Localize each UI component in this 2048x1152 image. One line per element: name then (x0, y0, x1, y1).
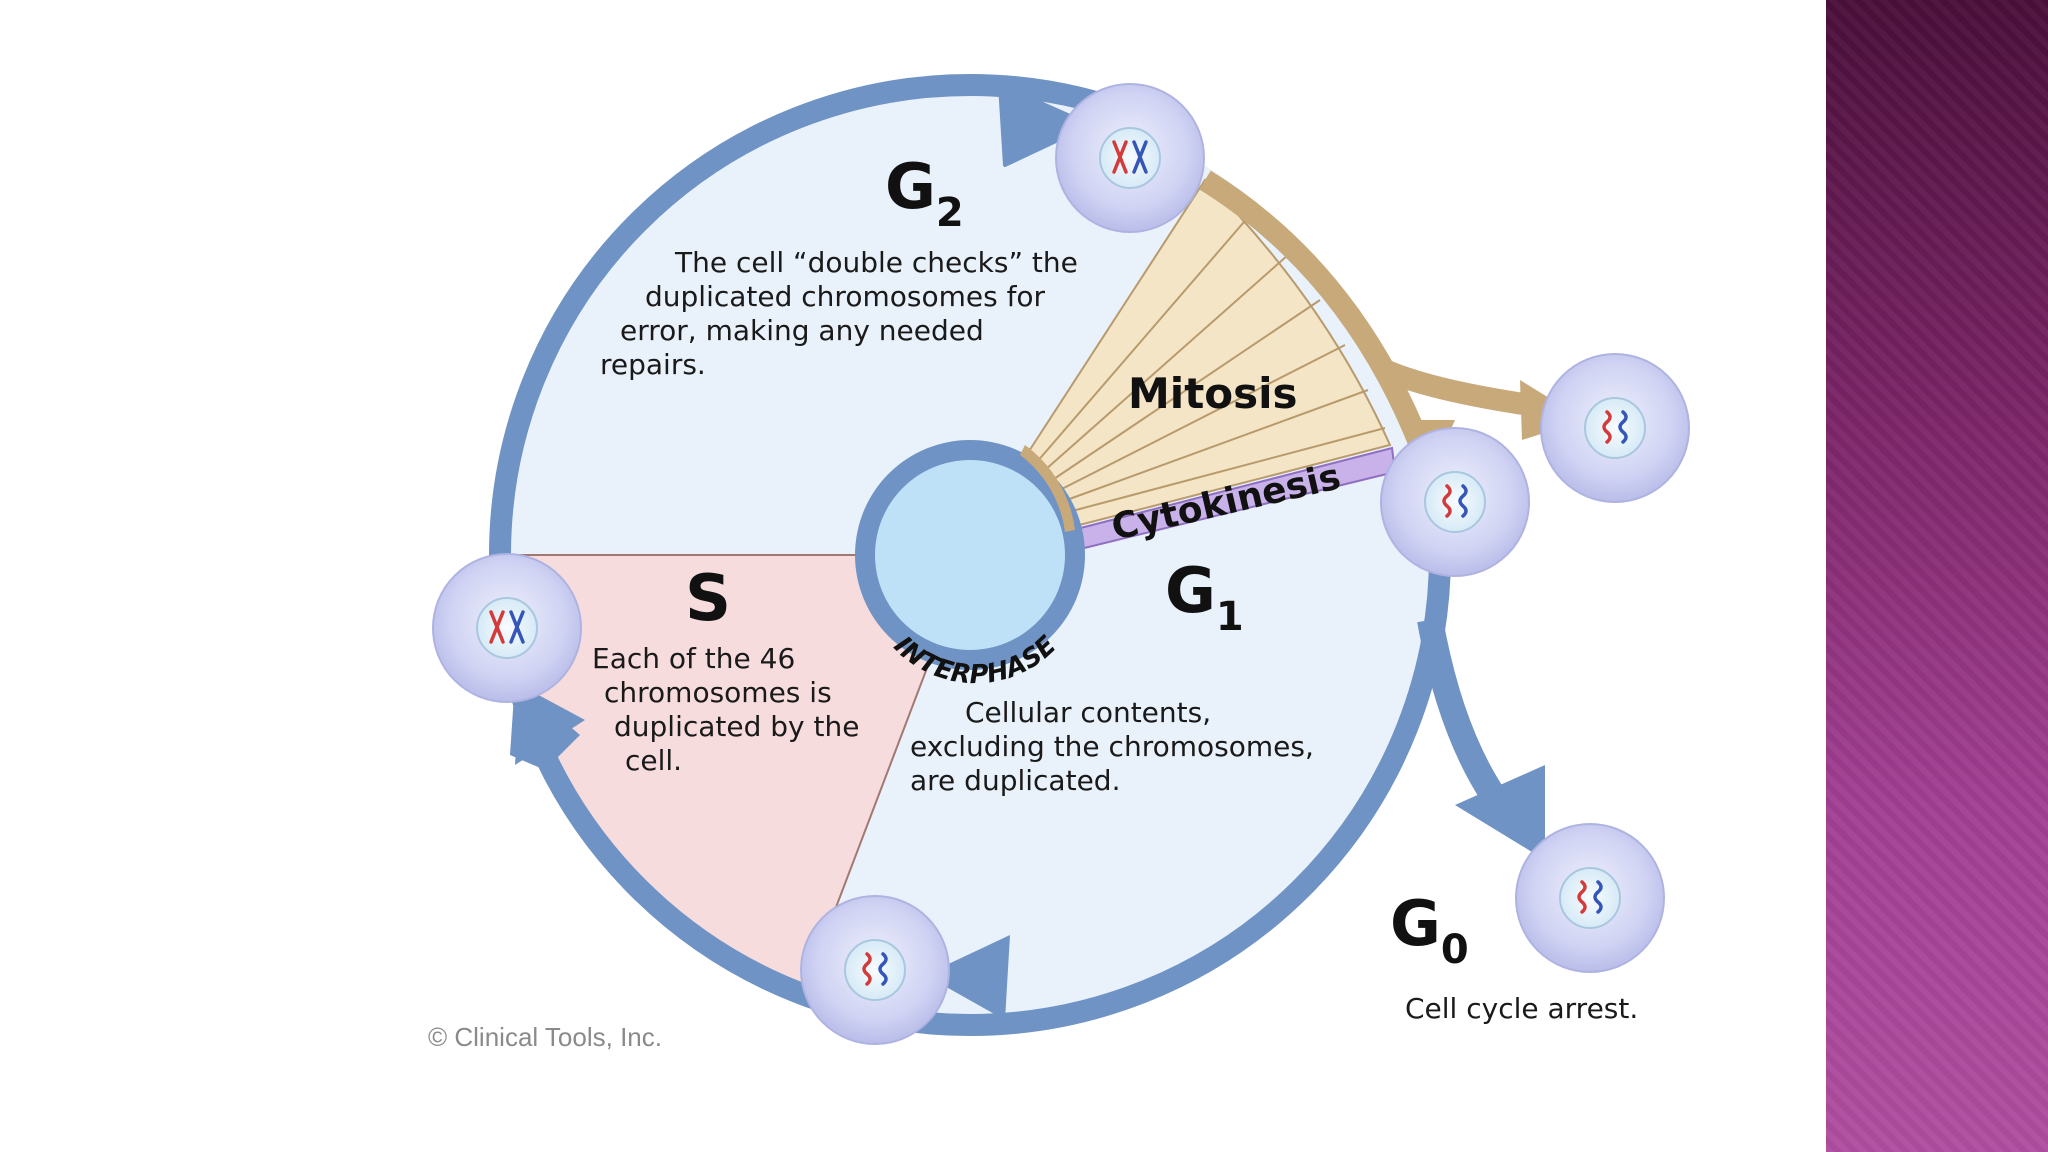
copyright-credit: © Clinical Tools, Inc. (428, 1022, 662, 1052)
cell-s (432, 553, 582, 703)
g2-description: The cell “double checks” the duplicated … (600, 246, 1087, 381)
mitosis-branch (1380, 359, 1532, 416)
mitosis-arc (1199, 170, 1431, 450)
g0-label: G0 (1390, 887, 1469, 973)
g1-description: Cellular contents, excluding the chromos… (910, 696, 1323, 797)
arrowhead-s-tip (515, 685, 585, 765)
g0-description: Cell cycle arrest. (1405, 992, 1638, 1025)
cell-cycle-diagram: INTERPHASE G2 S G1 G0 Mitosis Cytokinesi… (428, 74, 1690, 1052)
arrowhead-g2 (998, 83, 1092, 167)
cell-daughter-2 (1540, 353, 1690, 503)
mitosis-wedge-lines (1029, 214, 1386, 516)
g1-label: G1 (1165, 554, 1244, 640)
g0-arrowhead (1455, 765, 1545, 860)
cell-g2 (1055, 83, 1205, 233)
g2-label: G2 (885, 150, 964, 236)
interphase-center (875, 460, 1065, 650)
arrowhead-g1 (925, 935, 1010, 1020)
s-description: Each of the 46 chromosomes is duplicated… (592, 642, 868, 777)
cell-g0 (1515, 823, 1665, 973)
cell-g1-bottom (800, 895, 950, 1045)
decorative-side-bar (1826, 0, 2048, 1152)
cell-daughter-1 (1380, 427, 1530, 577)
mitosis-label: Mitosis (1128, 369, 1298, 418)
s-label: S (685, 562, 731, 636)
